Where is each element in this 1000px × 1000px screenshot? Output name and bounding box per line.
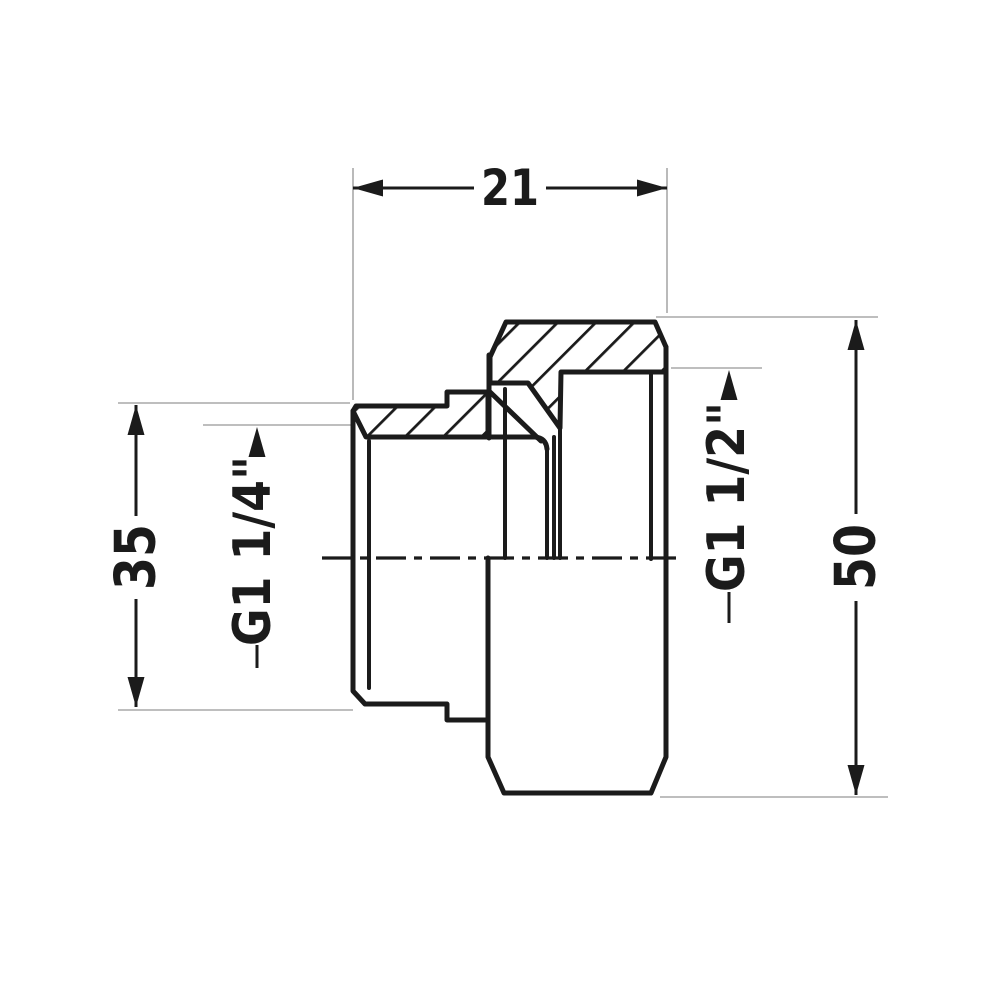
dimension-35: 35	[104, 405, 169, 707]
arrow-down-icon	[847, 765, 865, 795]
dim-label-top: 21	[481, 159, 539, 217]
thread-label-large: G1 1/2"	[697, 402, 757, 592]
hatch-male-thread-band	[350, 389, 491, 440]
dim-label-right: 50	[824, 524, 889, 590]
arrow-up-icon	[127, 405, 145, 435]
dimension-50: 50	[824, 320, 889, 795]
thread-label-small: G1 1/4"	[223, 456, 283, 646]
dim-label-left: 35	[104, 524, 169, 590]
arrow-up-icon	[847, 320, 865, 350]
extension-lines	[118, 168, 888, 798]
arrow-down-icon	[127, 677, 145, 707]
arrow-up-icon	[248, 427, 266, 457]
hatch-body-band	[487, 319, 669, 431]
thread-callout-g1-1-4: G1 1/4"	[223, 427, 283, 668]
part-internal-edges	[367, 352, 653, 690]
arrow-right-icon	[637, 179, 667, 197]
part-outline	[350, 344, 669, 796]
thread-callout-g1-1-2: G1 1/2"	[697, 370, 757, 623]
arrow-up-icon	[720, 370, 738, 400]
dimension-21: 21	[353, 159, 667, 217]
arrow-left-icon	[353, 179, 383, 197]
